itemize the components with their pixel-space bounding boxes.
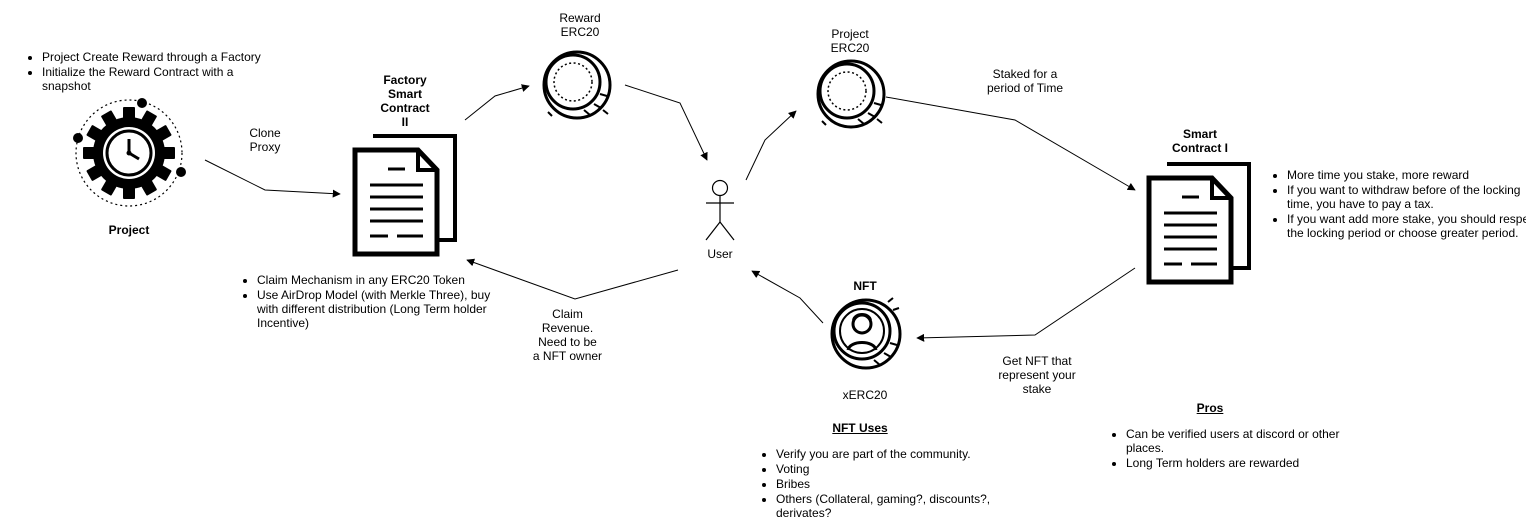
user-label: User — [707, 247, 733, 261]
clone-proxy-label: Clone Proxy — [249, 126, 281, 154]
arrow-nft-to-user — [751, 270, 824, 324]
smart-contract-note-item: If you want add more stake, you should r… — [1287, 212, 1526, 240]
factory-note-item: Use AirDrop Model (with Merkle Three), b… — [257, 288, 512, 330]
nft-title: NFT — [853, 279, 877, 293]
project-coin-icon — [816, 59, 886, 129]
user-stick-figure-icon — [705, 179, 735, 241]
arrow-user-to-factory — [466, 258, 679, 300]
arrow-factory-to-reward — [464, 84, 530, 121]
nft-uses-item: Voting — [776, 462, 1006, 476]
reward-coin-icon — [542, 50, 612, 120]
project-note-item: Project Create Reward through a Factory — [42, 50, 282, 64]
smart-contract-title: Smart Contract I — [1171, 127, 1228, 155]
project-notes-list: Project Create Reward through a Factory … — [24, 50, 282, 94]
arrow-user-to-project-token — [745, 110, 797, 181]
factory-title: Factory Smart Contract II — [380, 73, 430, 129]
pros-item: Long Term holders are rewarded — [1126, 456, 1341, 470]
staked-label: Staked for a period of Time — [986, 67, 1064, 95]
factory-note-item: Claim Mechanism in any ERC20 Token — [257, 273, 512, 287]
nft-sublabel: xERC20 — [842, 388, 888, 402]
nft-uses-list: Verify you are part of the community. Vo… — [758, 447, 1006, 521]
arrow-project-token-to-contract — [885, 96, 1136, 191]
connectors — [204, 84, 1136, 342]
smart-contract-documents-icon — [1146, 162, 1251, 285]
smart-contract-notes-list: More time you stake, more reward If you … — [1269, 168, 1526, 241]
gear-clock-icon — [73, 98, 186, 207]
factory-documents-icon — [352, 134, 457, 257]
project-note-item: Initialize the Reward Contract with a sn… — [42, 65, 282, 93]
reward-token-label: Reward ERC20 — [559, 11, 601, 39]
arrow-contract-to-nft — [916, 267, 1136, 342]
smart-contract-note-item: If you want to withdraw before of the lo… — [1287, 183, 1526, 211]
nft-uses-title: NFT Uses — [832, 421, 888, 435]
nft-coin-icon — [830, 297, 902, 370]
nft-uses-item: Others (Collateral, gaming?, discounts?,… — [776, 492, 1006, 520]
arrow-reward-to-user — [624, 84, 708, 161]
nft-uses-item: Verify you are part of the community. — [776, 447, 1006, 461]
pros-item: Can be verified users at discord or othe… — [1126, 427, 1341, 455]
claim-revenue-label: Claim Revenue. Need to be a NFT owner — [532, 307, 603, 363]
pros-title: Pros — [1196, 401, 1224, 415]
get-nft-label: Get NFT that represent your stake — [998, 354, 1076, 396]
project-token-label: Project ERC20 — [830, 27, 870, 55]
factory-notes-list: Claim Mechanism in any ERC20 Token Use A… — [239, 273, 512, 331]
smart-contract-note-item: More time you stake, more reward — [1287, 168, 1526, 182]
project-label: Project — [108, 223, 150, 237]
arrow-project-to-factory — [204, 159, 341, 198]
nft-uses-item: Bribes — [776, 477, 1006, 491]
pros-list: Can be verified users at discord or othe… — [1108, 427, 1341, 471]
